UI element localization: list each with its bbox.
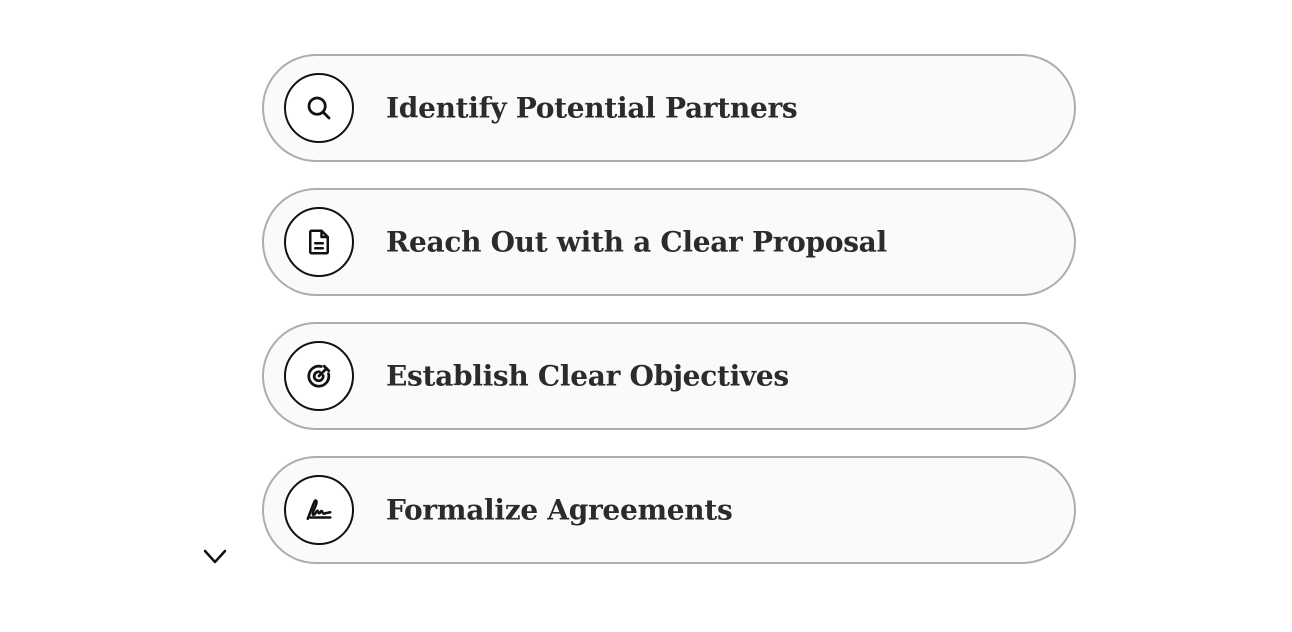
step-label: Formalize Agreements	[386, 493, 733, 527]
document-icon	[284, 207, 354, 277]
step-formalize-agreements: Formalize Agreements	[262, 456, 1076, 564]
target-icon	[284, 341, 354, 411]
flow-arrow	[203, 54, 227, 564]
step-label: Reach Out with a Clear Proposal	[386, 225, 887, 259]
search-icon	[284, 73, 354, 143]
step-identify-partners: Identify Potential Partners	[262, 54, 1076, 162]
steps-list: Identify Potential Partners Reach Out wi…	[262, 54, 1076, 564]
signature-icon	[284, 475, 354, 545]
step-reach-out: Reach Out with a Clear Proposal	[262, 188, 1076, 296]
step-label: Establish Clear Objectives	[386, 359, 789, 393]
step-label: Identify Potential Partners	[386, 91, 798, 125]
step-establish-objectives: Establish Clear Objectives	[262, 322, 1076, 430]
